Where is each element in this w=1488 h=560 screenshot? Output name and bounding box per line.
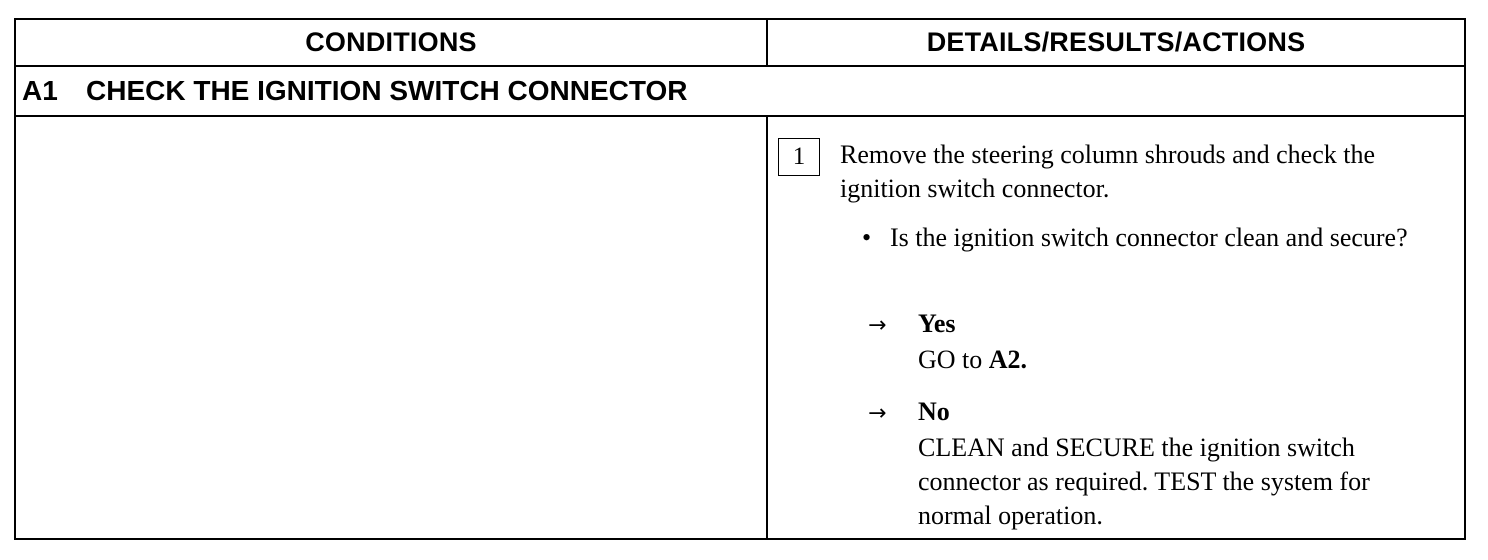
answer-no-label: No xyxy=(918,397,950,426)
conditions-header: CONDITIONS xyxy=(16,20,768,65)
right-arrow-icon: → xyxy=(868,401,887,426)
step-instruction: Remove the steering column shrouds and c… xyxy=(840,140,1376,203)
diagnostic-table: CONDITIONS DETAILS/RESULTS/ACTIONS A1 CH… xyxy=(14,18,1466,540)
details-cell: 1 Remove the steering column shrouds and… xyxy=(768,117,1464,538)
answer-yes: → Yes GO to A2. xyxy=(868,307,1448,377)
step-title: CHECK THE IGNITION SWITCH CONNECTOR xyxy=(86,75,688,106)
question-text: Is the ignition switch connector clean a… xyxy=(890,223,1408,252)
answer-yes-label: Yes xyxy=(918,309,956,338)
step-number-box: 1 xyxy=(778,138,820,176)
answer-no-text: CLEAN and SECURE the ignition switch con… xyxy=(918,433,1370,530)
answer-no: → No CLEAN and SECURE the ignition switch… xyxy=(868,395,1448,533)
right-arrow-icon: → xyxy=(868,313,887,338)
bullet-dot-icon: • xyxy=(862,223,872,252)
check-question: • Is the ignition switch connector clean … xyxy=(862,221,1450,255)
answer-yes-ref: A2. xyxy=(988,345,1028,374)
step-id: A1 xyxy=(22,75,58,106)
table-header-row: CONDITIONS DETAILS/RESULTS/ACTIONS xyxy=(16,20,1464,67)
answer-yes-text: GO to A2. xyxy=(918,343,1448,377)
step-body-row: 1 Remove the steering column shrouds and… xyxy=(16,117,1464,538)
details-header: DETAILS/RESULTS/ACTIONS xyxy=(926,27,1306,57)
step-title-row: A1 CHECK THE IGNITION SWITCH CONNECTOR xyxy=(16,67,1464,117)
answer-yes-prefix: GO to xyxy=(918,345,989,374)
conditions-cell xyxy=(16,117,768,538)
